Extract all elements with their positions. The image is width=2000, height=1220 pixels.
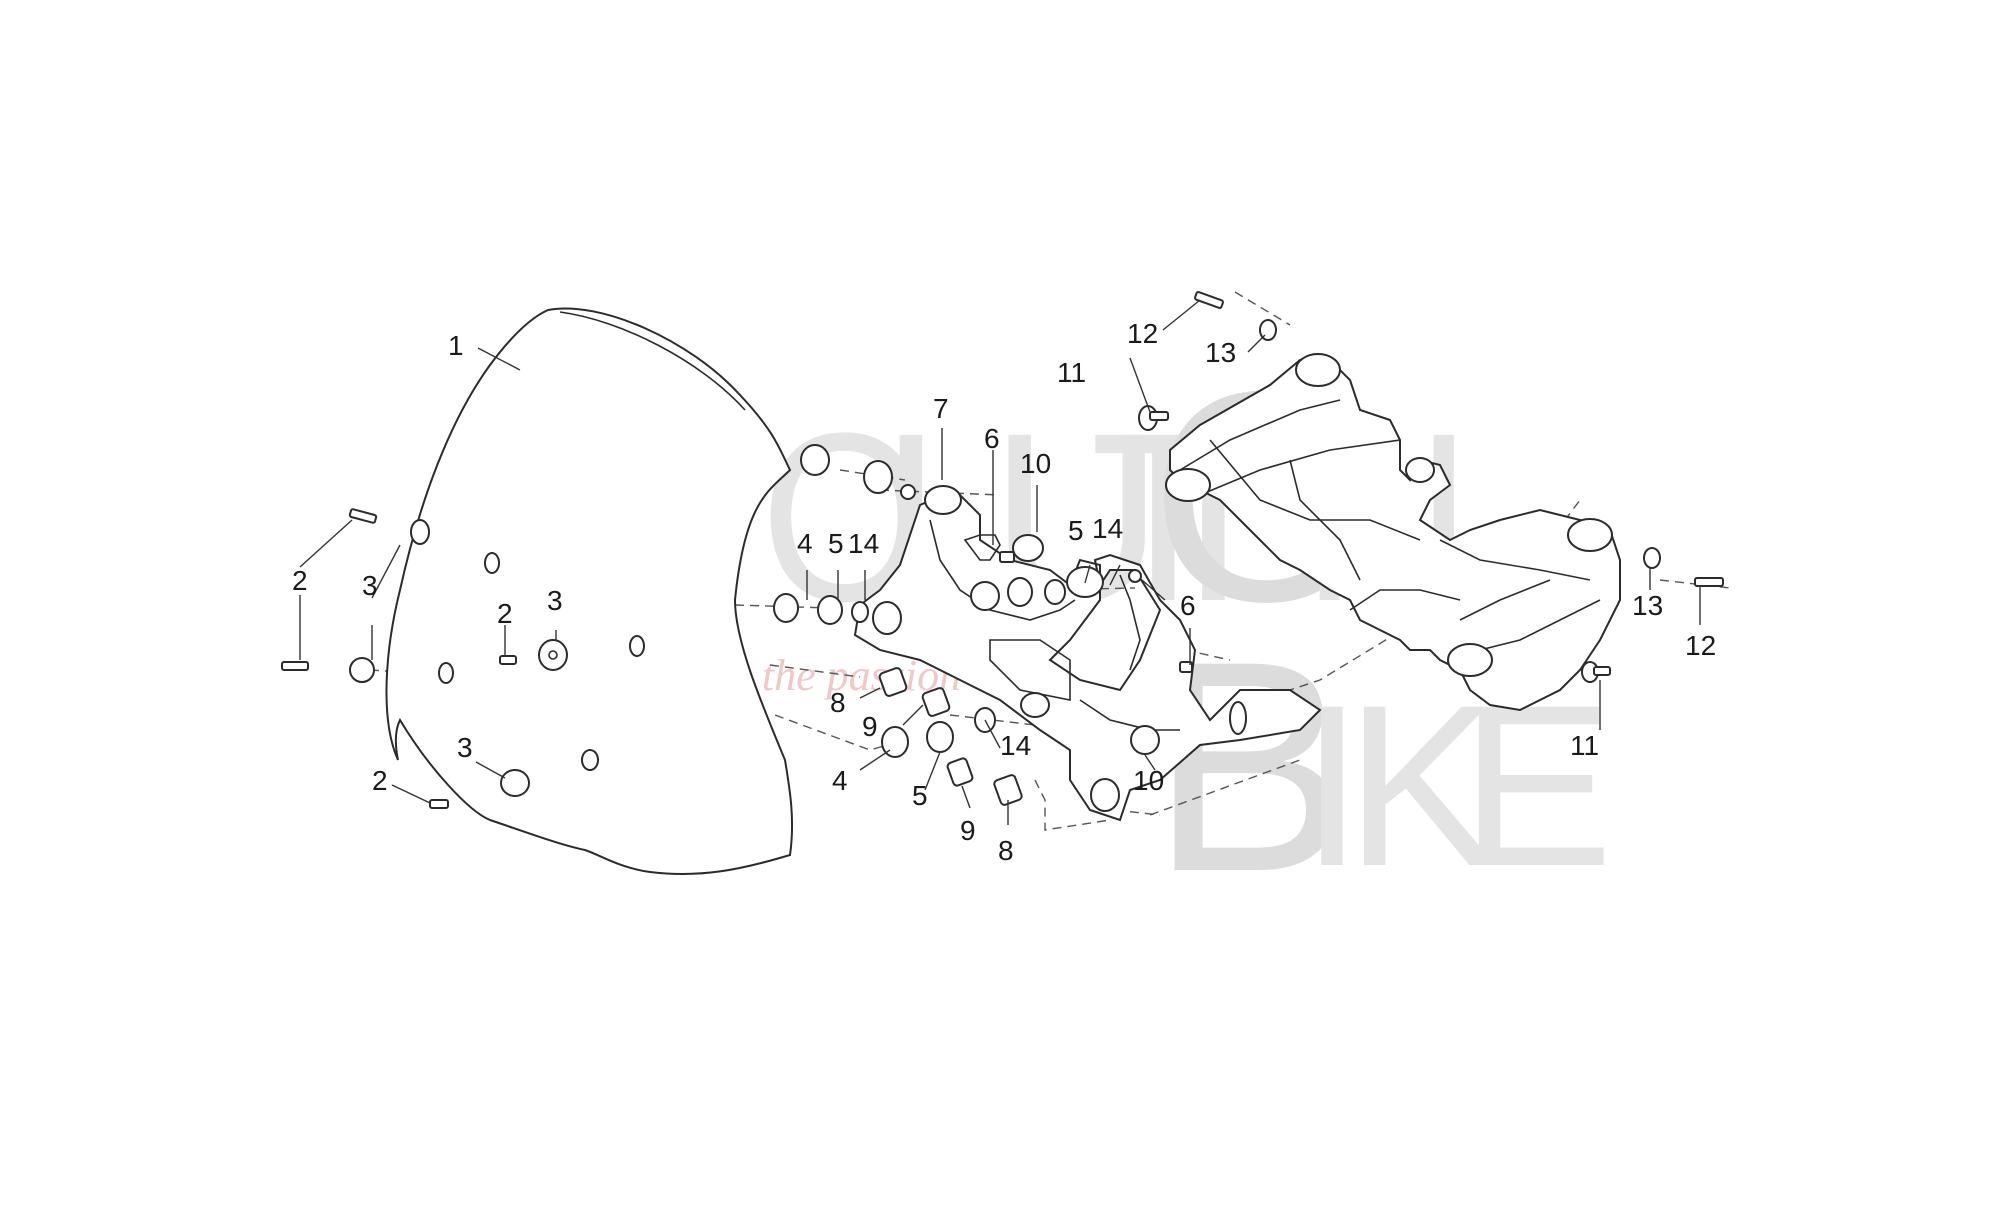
callout-label: 3 [362, 570, 378, 601]
callout-label: 11 [1570, 730, 1599, 761]
callout-label: 3 [547, 585, 563, 616]
callout-label: 2 [372, 765, 388, 796]
callout-label: 9 [862, 711, 878, 742]
callout-labels: 1 2 2 2 2 3 3 3 3 4 4 5 5 5 6 6 7 8 8 9 … [292, 318, 1716, 866]
callout-label: 12 [1685, 630, 1716, 661]
callout-label: 2 [497, 598, 513, 629]
callout-label: 5 [912, 780, 928, 811]
callout-label: 2 [292, 565, 308, 596]
callout-label: 11 [1057, 357, 1086, 388]
callout-label: 6 [1180, 590, 1196, 621]
callout-label: 13 [1632, 590, 1663, 621]
callout-label: 8 [998, 835, 1014, 866]
callout-label: 14 [848, 528, 879, 559]
callout-label: 12 [1127, 318, 1158, 349]
callout-label: 10 [1133, 765, 1164, 796]
watermark-letter: K [1345, 657, 1498, 914]
callout-label: 13 [1205, 337, 1236, 368]
callout-label: 3 [457, 732, 473, 763]
frame-hardware [1138, 291, 1724, 683]
windscreen [385, 307, 794, 875]
callout-label: 1 [448, 330, 464, 361]
support-frame [1165, 353, 1621, 712]
callout-label: 10 [1020, 448, 1051, 479]
callout-label: 5 [828, 528, 844, 559]
callout-label: 14 [1092, 513, 1123, 544]
bracket-hardware [773, 444, 1193, 806]
watermark-letter: I [1300, 657, 1364, 914]
callout-label: 4 [797, 528, 813, 559]
screen-bracket [853, 485, 1322, 822]
callout-label: 6 [984, 423, 1000, 454]
callout-label: 4 [832, 765, 848, 796]
callout-label: 9 [960, 815, 976, 846]
screen-hardware [281, 508, 645, 809]
callout-label: 14 [1000, 730, 1031, 761]
callout-label: 8 [830, 687, 846, 718]
callout-label: 5 [1068, 515, 1084, 546]
callout-label: 7 [933, 393, 949, 424]
leader-lines [299, 299, 1701, 825]
